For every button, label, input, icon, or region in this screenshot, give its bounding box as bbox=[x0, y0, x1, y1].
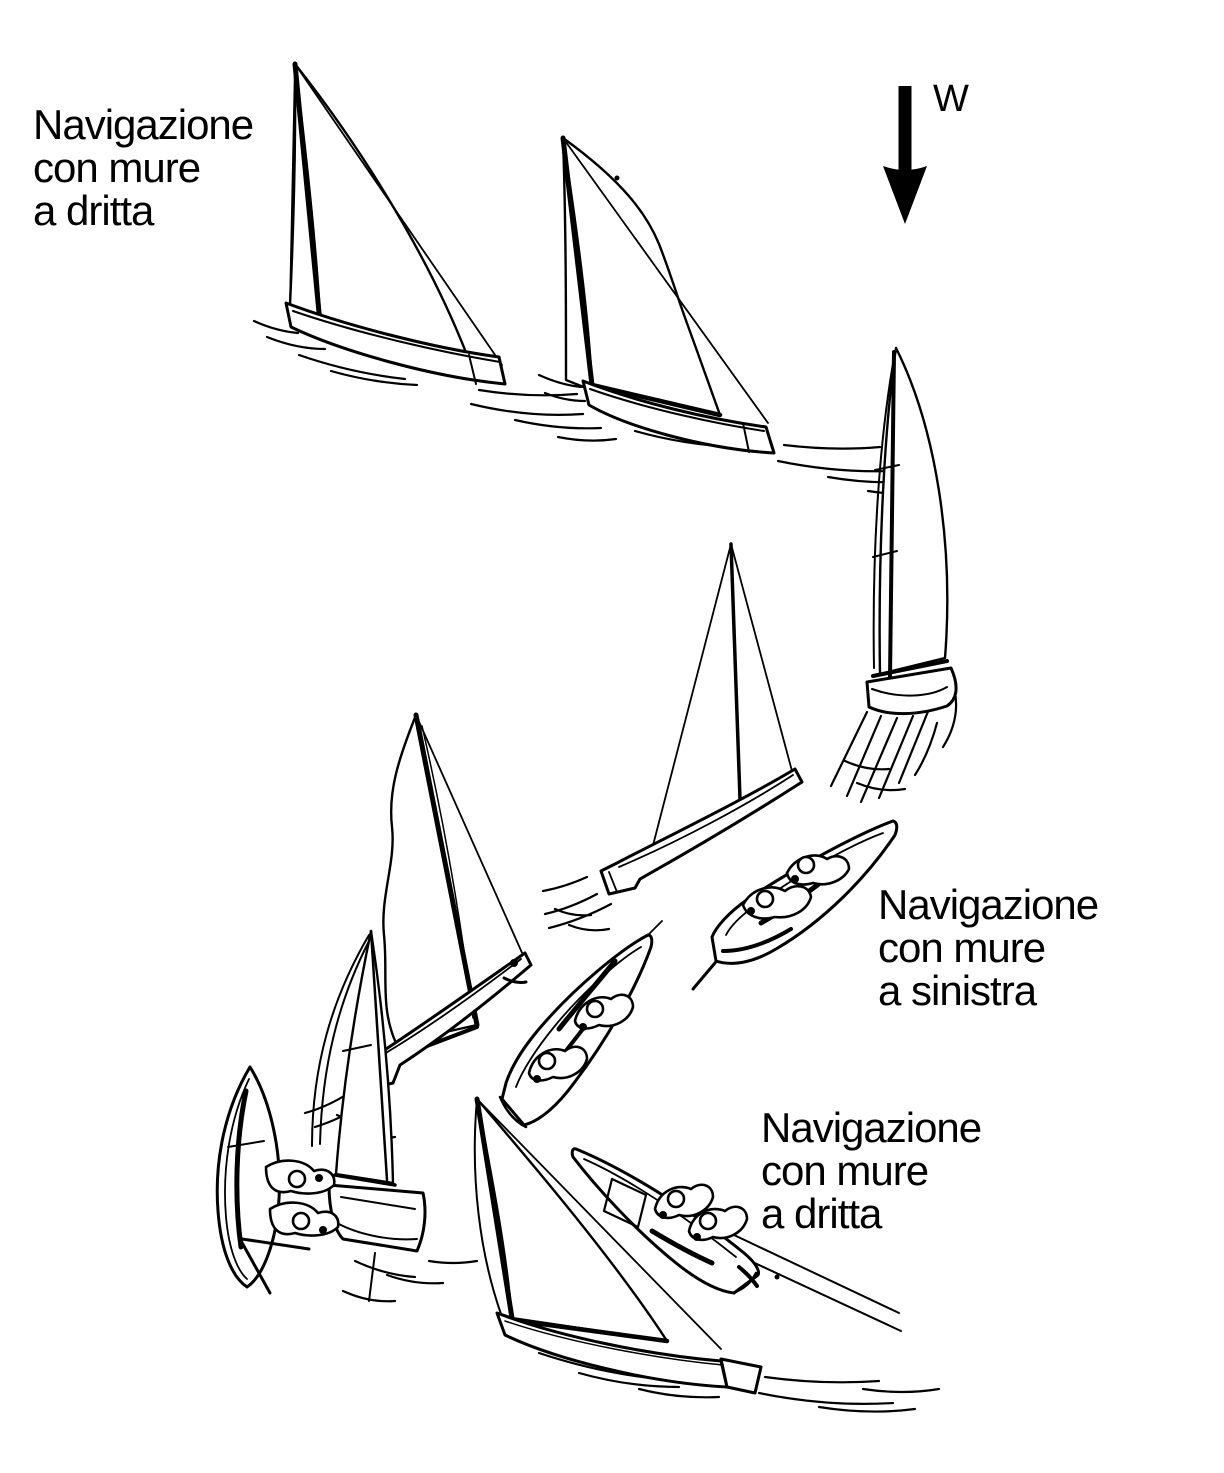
boom bbox=[589, 382, 723, 418]
label-line: a sinistra bbox=[878, 967, 1037, 1014]
cockpit-shade bbox=[556, 958, 618, 1032]
crew-hand bbox=[693, 1233, 701, 1241]
rigging-lines bbox=[415, 714, 524, 956]
mast bbox=[888, 350, 896, 680]
rigging-lines bbox=[476, 1098, 722, 1350]
hull-detail-lines bbox=[608, 774, 794, 893]
label-line: a dritta bbox=[33, 187, 154, 234]
label-line: Navigazione bbox=[33, 101, 254, 148]
transom-box bbox=[719, 1357, 763, 1395]
crew-hand bbox=[579, 1023, 587, 1031]
hull bbox=[284, 301, 507, 386]
crew-hand bbox=[659, 1211, 667, 1219]
label-line: Navigazione bbox=[878, 881, 1099, 928]
boom bbox=[871, 659, 949, 678]
wind-arrow-head bbox=[883, 166, 927, 224]
sailboat-starboard-tack-2 bbox=[537, 135, 926, 495]
dinghy-top-view-left bbox=[215, 1065, 340, 1295]
mast bbox=[474, 1096, 515, 1321]
crew-head bbox=[796, 855, 816, 875]
crew-head bbox=[698, 1211, 718, 1231]
stern-gear bbox=[737, 1265, 759, 1288]
rigging-lines bbox=[562, 137, 769, 424]
label-line: a dritta bbox=[761, 1190, 882, 1237]
wake-lines bbox=[252, 319, 618, 442]
cockpit-shade bbox=[649, 1228, 715, 1266]
sailboat-head-to-wind bbox=[541, 542, 804, 932]
hull bbox=[327, 1183, 427, 1253]
label-line: con mure bbox=[761, 1147, 929, 1194]
crew-hand bbox=[319, 1226, 327, 1234]
dinghy-top-view-center bbox=[498, 920, 663, 1129]
windshield-lines bbox=[602, 1177, 648, 1229]
rigging-lines bbox=[289, 63, 503, 366]
bow-stub bbox=[647, 920, 663, 936]
mast bbox=[369, 929, 389, 1182]
hull bbox=[865, 666, 958, 716]
wind-label: W bbox=[933, 78, 969, 120]
crew-hand bbox=[533, 1075, 541, 1083]
hull-detail-lines bbox=[292, 310, 501, 385]
crew-head bbox=[755, 889, 775, 909]
wind-arrow-icon bbox=[883, 86, 927, 224]
crew-head bbox=[287, 1169, 307, 1189]
boom bbox=[509, 1317, 670, 1344]
mast bbox=[560, 135, 595, 388]
gunwale-shade bbox=[721, 927, 793, 953]
wake-lines bbox=[537, 1351, 941, 1413]
sailboat-starboard-tack-1 bbox=[252, 61, 618, 442]
wake-lines bbox=[829, 673, 958, 804]
sailboat-luffing-sail bbox=[303, 712, 533, 1140]
boom-shadow bbox=[234, 1088, 249, 1250]
batten-line bbox=[342, 1044, 372, 1052]
mainsail bbox=[561, 136, 722, 417]
mast bbox=[729, 542, 742, 801]
crew-head bbox=[291, 1211, 311, 1231]
spreader-line bbox=[227, 1140, 265, 1148]
dinghy-top-view-bottom bbox=[570, 1147, 902, 1332]
deck-line bbox=[515, 946, 642, 1088]
wake-lines bbox=[341, 1259, 479, 1303]
crew-hand bbox=[791, 875, 799, 883]
hull bbox=[581, 379, 776, 455]
hull-detail-lines bbox=[504, 1320, 728, 1388]
label-line: Navigazione bbox=[761, 1104, 982, 1151]
label-line: con mure bbox=[878, 924, 1046, 971]
hull-detail-lines bbox=[871, 686, 948, 697]
label-starboard-tack-bottom: Navigazione con mure a dritta bbox=[761, 1104, 982, 1237]
label-line: con mure bbox=[33, 144, 201, 191]
hull-detail-lines bbox=[336, 1196, 418, 1302]
label-starboard-tack-top: Navigazione con mure a dritta bbox=[33, 101, 254, 234]
dinghy-top-view-right bbox=[691, 819, 899, 991]
crew-head bbox=[666, 1189, 686, 1209]
sailboat-starboard-tack-bottom bbox=[473, 1096, 941, 1413]
transom-line bbox=[498, 1095, 528, 1129]
rigging-lines bbox=[650, 543, 793, 854]
crew-hand bbox=[315, 1174, 323, 1182]
sailboat-running-downwind bbox=[829, 346, 958, 804]
hull-detail-lines bbox=[589, 388, 765, 453]
boom bbox=[333, 1173, 397, 1187]
label-port-tack: Navigazione con mure a sinistra bbox=[878, 881, 1099, 1014]
wake-lines bbox=[541, 875, 613, 932]
bow-lines bbox=[502, 976, 528, 984]
crew-hand bbox=[747, 907, 755, 915]
transom-line bbox=[733, 1271, 758, 1294]
tiller-and-boom bbox=[238, 1237, 311, 1295]
crew-head bbox=[537, 1051, 557, 1071]
jib-lines bbox=[311, 934, 370, 1147]
scan-speck bbox=[774, 1274, 780, 1280]
sailboat-sailing-away bbox=[311, 929, 479, 1303]
mast bbox=[292, 61, 324, 336]
crew-head bbox=[585, 999, 605, 1019]
deck-line bbox=[224, 1078, 250, 1280]
scan-speck bbox=[614, 175, 620, 181]
bow-fitting bbox=[510, 959, 518, 967]
mast bbox=[413, 712, 480, 1028]
